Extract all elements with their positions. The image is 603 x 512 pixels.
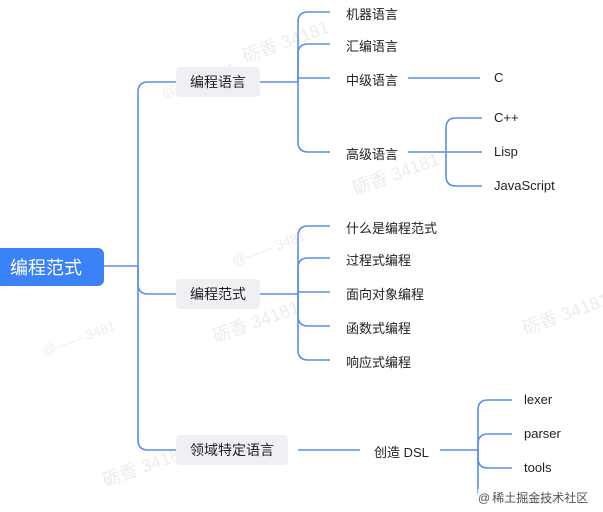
leaf-node[interactable]: 中级语言	[346, 73, 399, 88]
leaf-node[interactable]: C	[494, 70, 504, 85]
leaf-node[interactable]: 响应式编程	[346, 355, 412, 370]
connector-b1-c4-l1	[445, 117, 482, 152]
leaf-node[interactable]: 什么是编程范式	[346, 221, 438, 236]
leaf-node[interactable]: 面向对象编程	[346, 287, 425, 302]
connector-b1-c4	[297, 82, 330, 153]
leaf-node[interactable]: 创造 DSL	[374, 445, 429, 460]
connector-b3-l1	[477, 399, 512, 450]
connector-b1-c4-l3	[445, 152, 482, 187]
leaf-node[interactable]: parser	[524, 426, 561, 441]
connector-b3-l2	[477, 433, 512, 450]
leaf-node[interactable]: Lisp	[494, 144, 518, 159]
leaf-node[interactable]: C++	[494, 110, 519, 125]
branch-node-dsl[interactable]: 领域特定语言	[176, 435, 288, 465]
leaf-node[interactable]: 函数式编程	[346, 321, 412, 336]
connector-root-branch1	[137, 81, 178, 266]
leaf-node[interactable]: tools	[524, 460, 552, 475]
connector-root-branch2	[137, 266, 178, 295]
leaf-node[interactable]: JavaScript	[494, 178, 555, 193]
leaf-node[interactable]: 汇编语言	[346, 39, 399, 54]
connector-b2-c1	[297, 225, 330, 294]
leaf-node[interactable]: 高级语言	[346, 147, 399, 162]
branch-node-programming-languages[interactable]: 编程语言	[176, 67, 260, 97]
connector-b2-c5	[297, 294, 330, 361]
connector-b1-c1	[297, 11, 330, 82]
at-icon: @	[478, 491, 491, 505]
root-node[interactable]: 编程范式	[0, 248, 104, 286]
leaf-node[interactable]: 机器语言	[346, 7, 399, 22]
leaf-node[interactable]: lexer	[524, 392, 553, 407]
footer-text: 稀土掘金技术社区	[492, 491, 589, 505]
connector-b3-l3	[477, 450, 512, 469]
branch-node-programming-paradigms[interactable]: 编程范式	[176, 279, 260, 309]
connector-root-branch3	[137, 266, 178, 451]
connector-b1-c2	[297, 43, 330, 82]
connector-b2-c2	[297, 257, 330, 294]
footer-credit: @稀土掘金技术社区	[478, 489, 589, 506]
connector-b2-c4	[297, 294, 330, 327]
leaf-node[interactable]: 过程式编程	[346, 253, 412, 268]
